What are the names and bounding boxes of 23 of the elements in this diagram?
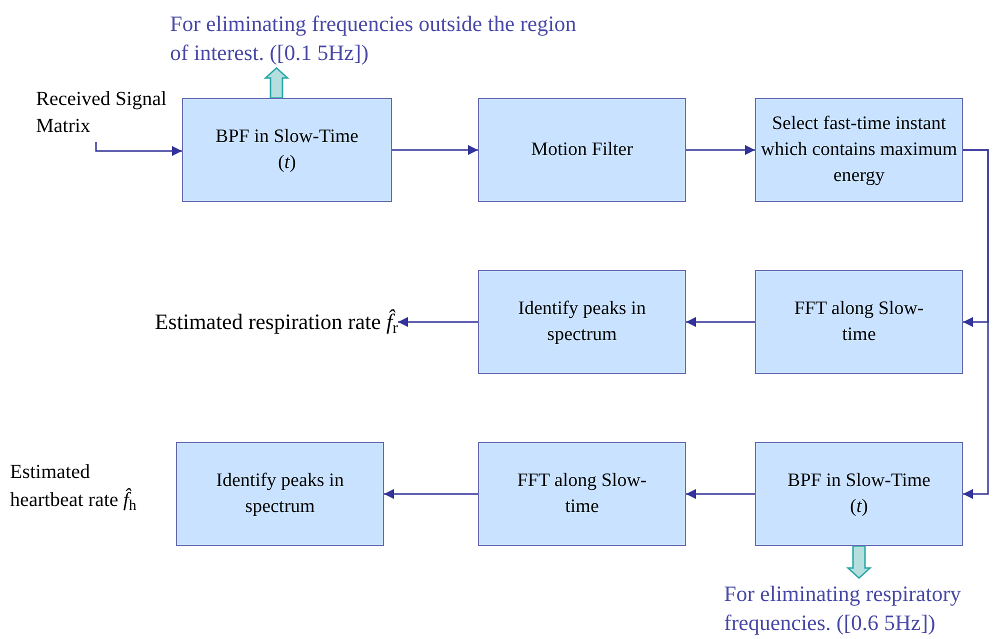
note-text: For eliminating frequencies outside the region of interest. ([0.1 5Hz])	[170, 8, 594, 68]
note-text: For eliminating respiratory frequencies. ([0.6 5Hz])	[724, 578, 992, 638]
arrow	[95, 142, 182, 156]
block-arrow	[264, 66, 290, 99]
io-label: Estimated respiration rate f̂$_{r}$	[96, 297, 398, 347]
arrow	[392, 145, 478, 155]
arrow	[686, 145, 755, 155]
output-label: Estimated heartbeat rate f̂$_{h}$	[10, 460, 138, 514]
process-box: Select fast-time instant which contains maximum energy	[755, 98, 963, 202]
process-box: Motion Filter	[478, 98, 686, 202]
process-box: Identify peaks in spectrum	[478, 270, 686, 374]
arrow	[686, 489, 755, 499]
process-box: FFT along Slow-time	[478, 442, 686, 546]
io-label: Received Signal Matrix	[36, 84, 176, 142]
arrow	[686, 317, 755, 327]
process-box: BPF in Slow-Time (t)	[755, 442, 963, 546]
process-box: FFT along Slow-time	[755, 270, 963, 374]
arrow	[963, 149, 989, 499]
process-box: BPF in Slow-Time (t)	[182, 98, 392, 202]
arrow	[398, 317, 478, 327]
process-box: Identify peaks in spectrum	[176, 442, 384, 546]
block-arrow	[846, 545, 872, 580]
arrow	[384, 489, 478, 499]
